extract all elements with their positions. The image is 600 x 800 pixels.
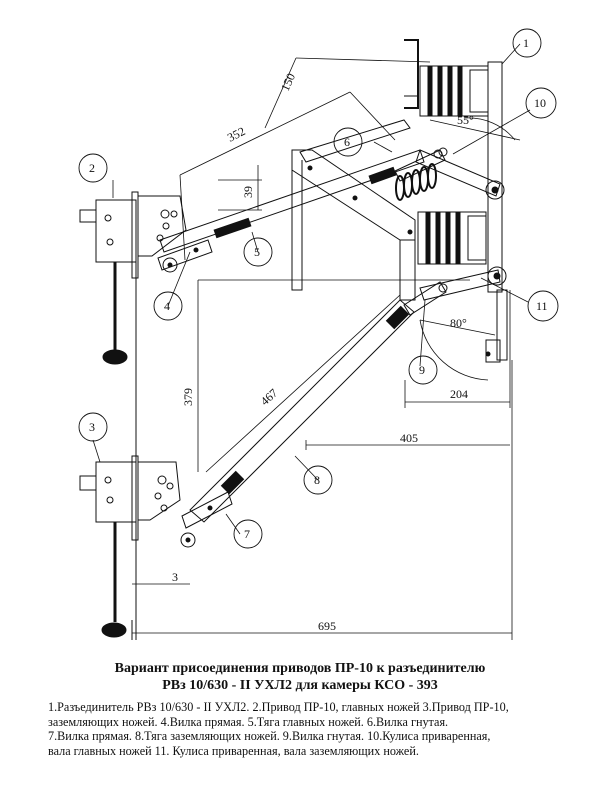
parts-legend: 1.Разъединитель РВз 10/630 - II УХЛ2. 2.… bbox=[48, 700, 588, 758]
dimension-379: 379 bbox=[181, 388, 195, 406]
drawing-title-line-2: РВз 10/630 - II УХЛ2 для камеры КСО - 39… bbox=[162, 678, 438, 693]
callout-6: 6 bbox=[344, 135, 350, 149]
dimension-39: 39 bbox=[241, 186, 255, 198]
grounding-knife-rod bbox=[180, 281, 447, 548]
drawing-title: Вариант присоединения приводов ПР-10 к р… bbox=[0, 660, 600, 694]
callout-4-circle bbox=[153, 291, 183, 321]
grounding-knife-drive bbox=[79, 455, 181, 638]
dimension-150: 150 bbox=[278, 71, 298, 93]
callout-11: 11 bbox=[536, 299, 548, 313]
callout-8-circle bbox=[303, 465, 333, 495]
callout-9: 9 bbox=[419, 363, 425, 377]
callout-1: 1 bbox=[523, 36, 529, 50]
dimension-204: 204 bbox=[450, 387, 468, 401]
legend-line: заземляющих ножей. 4.Вилка прямая. 5.Тяг… bbox=[48, 714, 449, 729]
callout-11-circle bbox=[527, 290, 559, 322]
dimension-695: 695 bbox=[318, 619, 336, 633]
legend-line: 7.Вилка прямая. 8.Тяга заземляющих ножей… bbox=[48, 729, 491, 744]
dimension-3: 3 bbox=[172, 570, 178, 584]
callout-7-circle bbox=[233, 519, 263, 549]
technical-drawing: 150 352 55° 39 379 467 80° 204 405 3 695… bbox=[78, 28, 559, 640]
callout-10-circle bbox=[525, 87, 557, 119]
spring bbox=[395, 163, 437, 201]
disconnector-frame bbox=[291, 39, 508, 363]
upper-insulator bbox=[419, 65, 489, 117]
callout-2: 2 bbox=[89, 161, 95, 175]
callout-3-circle bbox=[78, 412, 108, 442]
callout-3: 3 bbox=[89, 420, 95, 434]
legend-line: 1.Разъединитель РВз 10/630 - II УХЛ2. 2.… bbox=[48, 700, 509, 714]
dimension-467: 467 bbox=[258, 386, 281, 408]
callout-1-circle bbox=[512, 28, 542, 58]
callout-9-circle bbox=[408, 355, 438, 385]
callout-7: 7 bbox=[244, 527, 250, 541]
callout-8: 8 bbox=[314, 473, 320, 487]
dimension-405: 405 bbox=[400, 431, 418, 445]
callout-5: 5 bbox=[254, 245, 260, 259]
main-knife-drive bbox=[79, 191, 187, 365]
lower-insulator bbox=[417, 211, 487, 265]
callout-5-circle bbox=[243, 237, 273, 267]
callout-10: 10 bbox=[534, 96, 546, 110]
callout-6-circle bbox=[333, 127, 363, 157]
callout-4: 4 bbox=[164, 299, 170, 313]
dimension-55-deg: 55° bbox=[457, 113, 474, 127]
dimension-352: 352 bbox=[225, 124, 247, 145]
dimension-lines bbox=[92, 43, 531, 640]
legend-line: вала главных ножей 11. Кулиса приваренна… bbox=[48, 743, 419, 758]
drawing-title-line-1: Вариант присоединения приводов ПР-10 к р… bbox=[114, 661, 486, 676]
dimension-80-deg: 80° bbox=[450, 316, 467, 330]
callout-2-circle bbox=[78, 153, 108, 183]
